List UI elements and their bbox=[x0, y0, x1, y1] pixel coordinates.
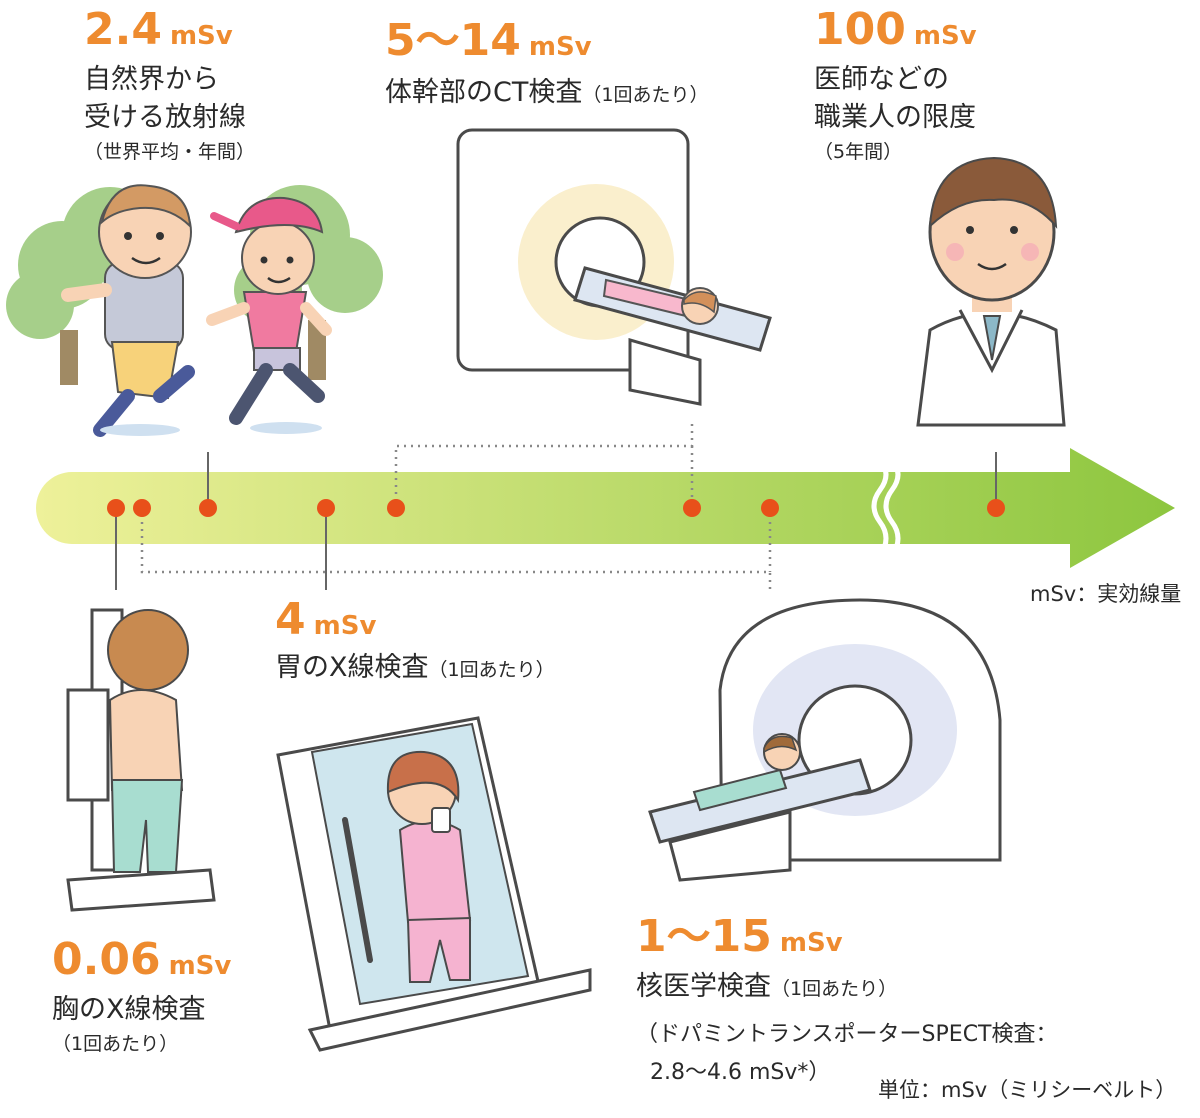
stomach-unit: mSv bbox=[313, 611, 377, 641]
natural-note: （世界平均・年間） bbox=[84, 141, 256, 163]
nuclear-label: 核医学検査 bbox=[636, 971, 771, 1002]
chest-note: （1回あたり） bbox=[52, 1033, 179, 1055]
marker-natural bbox=[199, 499, 217, 517]
stomach-label: 胃のX線検査 bbox=[275, 652, 429, 683]
timeline-arrow bbox=[36, 448, 1175, 568]
runners-illustration bbox=[6, 184, 383, 437]
chest-xray-illustration bbox=[66, 608, 216, 912]
ct-scanner-illustration bbox=[456, 128, 772, 406]
ct-note: （1回あたり） bbox=[582, 84, 709, 106]
nuclear-detail-line1: （ドパミントランスポーターSPECT検査： bbox=[636, 1022, 1058, 1047]
chest-label: 胸のX線検査 bbox=[52, 994, 206, 1025]
marker-nuclear-high bbox=[761, 499, 779, 517]
nuclear-note: （1回あたり） bbox=[771, 978, 898, 1000]
occupational-unit: mSv bbox=[913, 21, 977, 51]
doctor-illustration bbox=[916, 156, 1066, 427]
ct-label: 体幹部のCT検査 bbox=[385, 77, 583, 108]
stomach-xray-illustration bbox=[276, 716, 592, 1052]
axis-note: mSv：実効線量 bbox=[1030, 582, 1182, 606]
marker-occupational bbox=[987, 499, 1005, 517]
ct-value: 5〜14 bbox=[385, 15, 521, 66]
natural-label-line2: 受ける放射線 bbox=[84, 102, 246, 133]
natural-unit: mSv bbox=[169, 21, 233, 51]
occupational-label-line1: 医師などの bbox=[814, 64, 949, 95]
marker-stomach bbox=[317, 499, 335, 517]
stomach-note: （1回あたり） bbox=[428, 659, 555, 681]
marker-ct-high bbox=[683, 499, 701, 517]
timeline-connectors bbox=[115, 420, 997, 592]
marker-chest bbox=[107, 499, 125, 517]
timeline-markers bbox=[107, 499, 1005, 517]
occupational-note: （5年間） bbox=[814, 141, 903, 163]
chest-unit: mSv bbox=[168, 951, 232, 981]
natural-value: 2.4 bbox=[84, 4, 162, 55]
ct-unit: mSv bbox=[528, 32, 592, 62]
marker-nuclear-low bbox=[133, 499, 151, 517]
spect-scanner-illustration bbox=[648, 598, 1002, 882]
unit-note: 単位：mSv（ミリシーベルト） bbox=[878, 1078, 1177, 1102]
marker-ct-low bbox=[387, 499, 405, 517]
nuclear-unit: mSv bbox=[779, 928, 843, 958]
natural-label-line1: 自然界から bbox=[84, 64, 219, 95]
nuclear-value: 1〜15 bbox=[636, 911, 772, 962]
stomach-value: 4 bbox=[275, 594, 306, 645]
nuclear-detail-line2: 2.8〜4.6 mSv*） bbox=[650, 1060, 831, 1085]
chest-value: 0.06 bbox=[52, 934, 161, 985]
occupational-label-line2: 職業人の限度 bbox=[814, 102, 976, 133]
occupational-value: 100 bbox=[814, 4, 906, 55]
